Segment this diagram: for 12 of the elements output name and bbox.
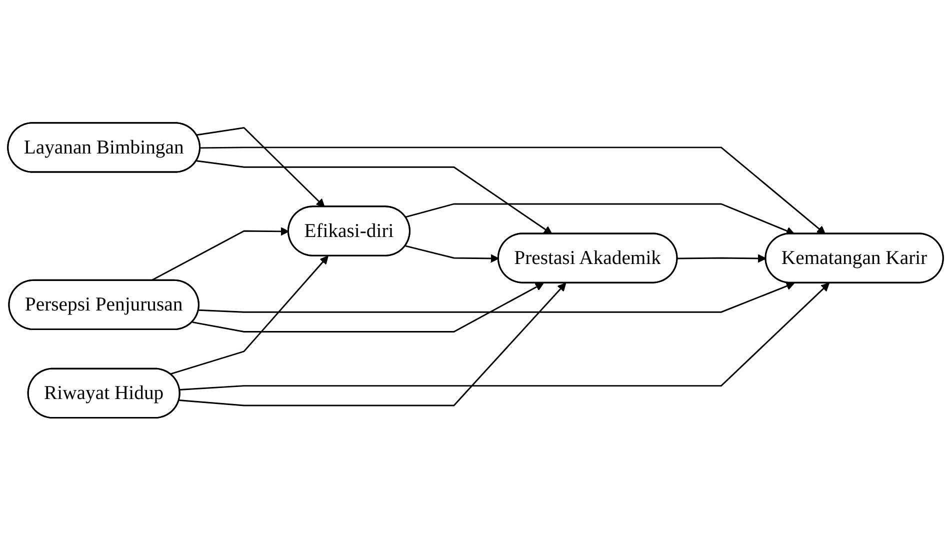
arrow — [196, 160, 552, 235]
arrow — [150, 227, 290, 282]
arrow — [677, 254, 766, 263]
arrow — [192, 282, 544, 333]
arrow — [170, 256, 328, 375]
arrow — [198, 282, 795, 314]
arrow — [200, 146, 826, 235]
arrow — [405, 203, 795, 236]
arrow — [179, 282, 566, 406]
arrow — [405, 245, 500, 263]
arrow — [180, 282, 830, 391]
arrow — [196, 127, 325, 208]
